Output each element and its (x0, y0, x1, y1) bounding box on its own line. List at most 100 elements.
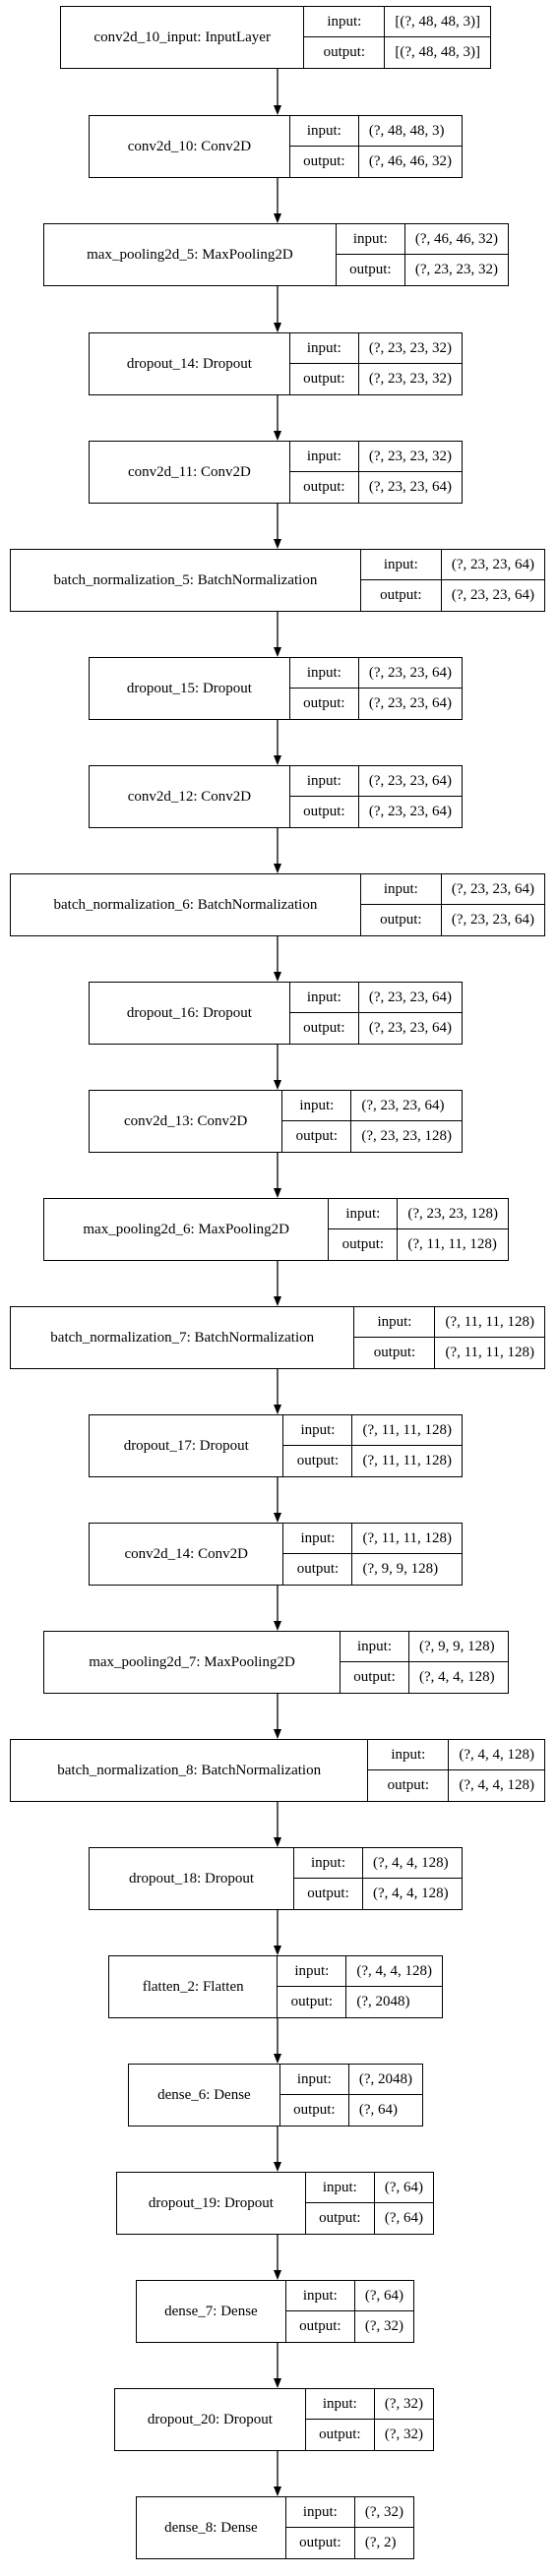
input-shape: (?, 4, 4, 128) (346, 1956, 442, 1987)
output-label: output: (278, 1987, 347, 2017)
layer-shapes: input:(?, 11, 11, 128)output:(?, 9, 9, 1… (283, 1524, 462, 1585)
layer-shapes: input:(?, 48, 48, 3)output:(?, 46, 46, 3… (289, 116, 462, 177)
layer-shapes: input:(?, 9, 9, 128)output: (?, 4, 4, 128… (341, 1632, 508, 1693)
output-label: output: (286, 2311, 355, 2342)
output-shape: (?, 4, 4, 128) (419, 1669, 495, 1685)
output-shape: (?, 4, 4, 128) (373, 1886, 449, 1901)
output-shape: (?, 23, 23, 64) (368, 695, 452, 711)
input-label: input: (294, 1848, 363, 1879)
output-label: output: (341, 1662, 409, 1693)
output-label: output: (354, 1338, 436, 1368)
input-label: input: (341, 1632, 409, 1662)
layer-shapes: input:(?, 64)output:(?, 64) (305, 2173, 433, 2234)
input-label: input: (336, 224, 405, 255)
layer-shapes: input:(?, 23, 23, 64)output:(?, 23, 23, … (360, 874, 544, 935)
input-shape: (?, 32) (374, 2389, 433, 2420)
output-label: output: (282, 1121, 352, 1152)
layer-name: dropout_16: Dropout (90, 983, 290, 1044)
layer-name: flatten_2: Flatten (109, 1956, 279, 2017)
arrow-head (274, 1513, 281, 1523)
layer-shapes: input:(?, 23, 23, 64)output:(?, 23, 23, … (282, 1091, 462, 1152)
output-shape: (?, 9, 9, 128) (362, 1561, 439, 1577)
arrow-head (274, 1837, 281, 1847)
arrow-head (274, 1729, 281, 1739)
output-shape: (?, 23, 23, 32) (414, 262, 498, 277)
output-shape: (?, 64) (358, 2102, 398, 2118)
arrow-head (274, 1080, 281, 1090)
input-shape: (?, 23, 23, 64) (358, 983, 462, 1013)
arrow-head (274, 755, 281, 765)
layer-name: batch_normalization_7: BatchNormalizatio… (11, 1307, 355, 1368)
input-shape: (?, 23, 23, 64) (351, 1091, 462, 1121)
input-shape: (?, 23, 23, 64) (358, 658, 462, 689)
output-label: output: (290, 689, 359, 719)
input-shape: (?, 9, 9, 128) (409, 1632, 508, 1662)
layer-name: conv2d_13: Conv2D (90, 1091, 283, 1152)
input-shape: (?, 4, 4, 128) (449, 1740, 544, 1770)
output-label: output: (290, 1013, 359, 1044)
input-label: input: (289, 658, 359, 689)
arrow-head (274, 1188, 281, 1198)
layer-shapes: input:(?, 11, 11, 128)output:(?, 11, 11,… (283, 1415, 462, 1476)
output-shape: (?, 23, 23, 64) (368, 804, 452, 819)
layer-shapes: input:(?, 4, 4, 128)output:(?, 4, 4, 128… (294, 1848, 462, 1909)
output-label: output: (290, 364, 359, 394)
input-shape: (?, 11, 11, 128) (352, 1415, 462, 1446)
output-label: output: (361, 580, 442, 611)
arrow-head (274, 1946, 281, 1955)
output-shape: (?, 23, 23, 64) (368, 1020, 452, 1036)
output-label: output: (306, 2203, 375, 2234)
arrow-head (274, 972, 281, 982)
output-shape: (?, 23, 23, 32) (368, 371, 452, 387)
layer-node: batch_normalization_5: BatchNormalizatio… (10, 549, 545, 612)
output-shape: (?, 64) (384, 2210, 423, 2226)
layer-name: batch_normalization_5: BatchNormalizatio… (11, 550, 361, 611)
input-label: input: (360, 874, 442, 905)
layer-shapes: input:(?, 46, 46, 32)output: (?, 23, 23, … (336, 224, 508, 285)
output-shape: (?, 23, 23, 64) (451, 912, 534, 928)
arrow-head (274, 2270, 281, 2280)
input-shape: (?, 4, 4, 128) (363, 1848, 462, 1879)
input-label: input: (285, 2497, 355, 2528)
layer-name: conv2d_11: Conv2D (90, 442, 290, 503)
output-label: output: (337, 255, 405, 285)
arrow-head (274, 2486, 281, 2496)
arrow-head (274, 2378, 281, 2388)
input-label: input: (304, 7, 386, 37)
output-label: output: (283, 1446, 353, 1476)
layer-shapes: input:(?, 23, 23, 64)output:(?, 23, 23, … (360, 550, 544, 611)
output-label: output: (283, 1554, 353, 1585)
output-shape: (?, 2048) (356, 1994, 410, 2009)
output-label: output: (290, 147, 359, 177)
output-shape: (?, 23, 23, 64) (368, 479, 452, 495)
layer-name: dropout_17: Dropout (90, 1415, 284, 1476)
layer-name: batch_normalization_6: BatchNormalizatio… (11, 874, 361, 935)
output-shape: (?, 23, 23, 64) (451, 587, 534, 603)
output-shape: (?, 46, 46, 32) (368, 153, 452, 169)
input-shape: (?, 11, 11, 128) (435, 1307, 544, 1338)
input-shape: (?, 2048) (348, 2065, 422, 2095)
layer-node: batch_normalization_8: BatchNormalizatio… (10, 1739, 545, 1802)
arrow-head (274, 647, 281, 657)
input-label: input: (289, 442, 359, 472)
input-shape: (?, 48, 48, 3) (358, 116, 462, 147)
input-label: input: (285, 2281, 355, 2311)
input-shape: (?, 23, 23, 128) (398, 1199, 508, 1229)
layer-name: dropout_20: Dropout (115, 2389, 306, 2450)
layer-shapes: input:(?, 4, 4, 128)output:(?, 2048) (278, 1956, 442, 2017)
input-shape: (?, 46, 46, 32) (404, 224, 508, 255)
layer-shapes: input:(?, 23, 23, 32)output:(?, 23, 23, … (289, 442, 462, 503)
layer-name: conv2d_10_input: InputLayer (61, 7, 305, 68)
arrow-head (274, 864, 281, 873)
